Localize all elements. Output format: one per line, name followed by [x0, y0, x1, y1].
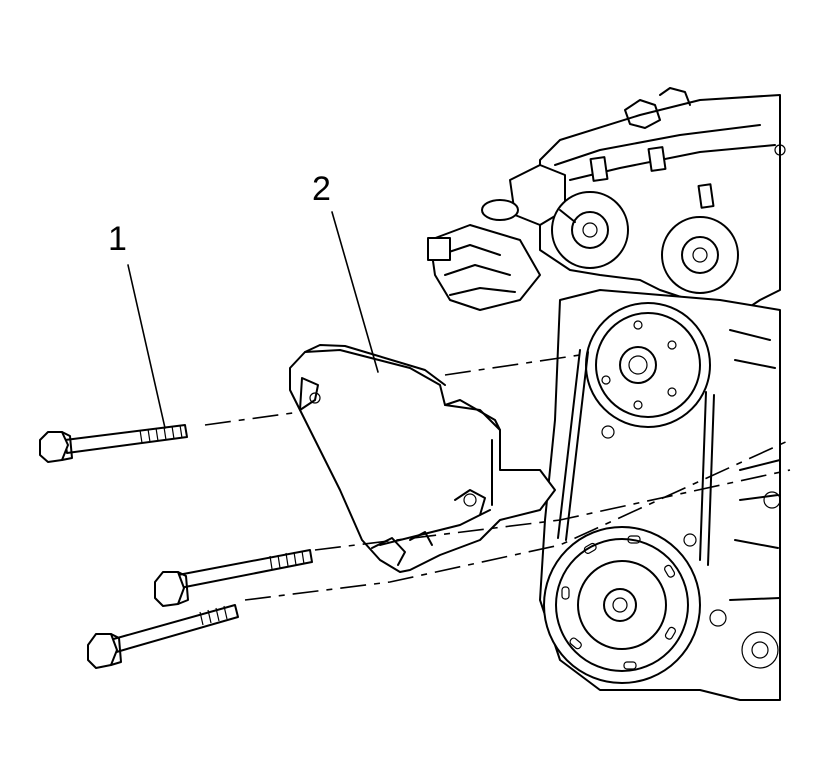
alignment-lines	[204, 354, 791, 601]
belt-icon	[557, 349, 715, 566]
leader-line-2	[331, 211, 379, 373]
pulley-icon	[585, 302, 711, 428]
bolt-icon	[154, 549, 313, 607]
bracket-icon	[289, 344, 556, 573]
bolt-icon	[87, 604, 239, 669]
callout-number-2: 2	[312, 170, 331, 208]
leader-line-1	[127, 264, 166, 429]
callout-number-1: 1	[108, 220, 127, 258]
bolt-icon	[39, 424, 188, 463]
pulley-icon	[543, 526, 701, 684]
